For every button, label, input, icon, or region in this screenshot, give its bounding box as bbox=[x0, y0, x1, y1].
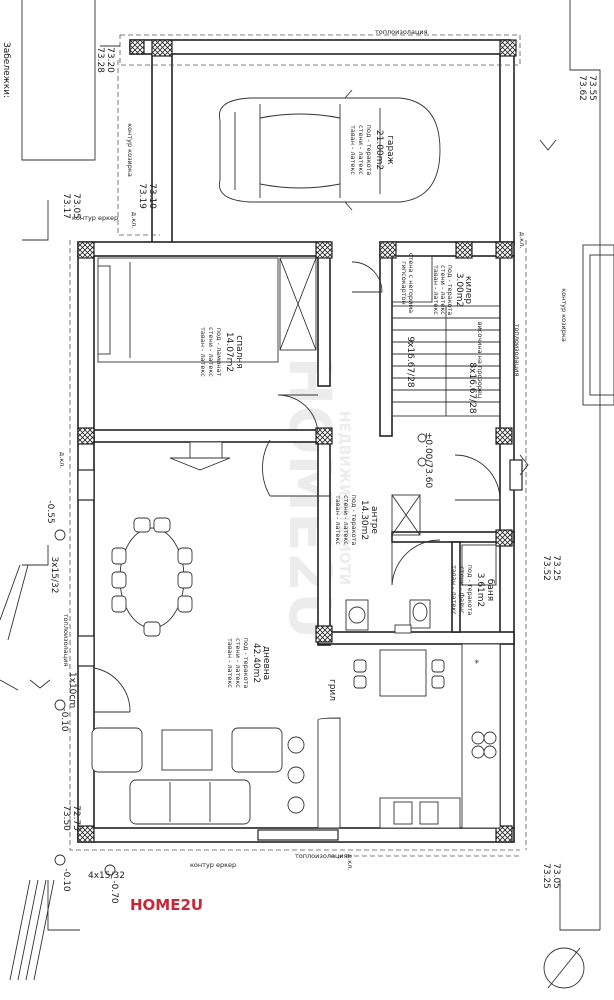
bay-contour-top: контур еркер bbox=[72, 214, 118, 222]
living-area: 42.40m2 bbox=[251, 643, 261, 683]
level-4: 73.55 bbox=[587, 75, 597, 101]
bath-finish-3: таван - латекс bbox=[450, 565, 458, 615]
level-markers: 73.28 73.20 73.62 73.55 73.19 73.10 73.1… bbox=[45, 45, 597, 904]
level-10: -0.10 bbox=[59, 708, 69, 732]
living-finish-2: стени - латекс bbox=[234, 638, 242, 688]
bath-area: 3.61m2 bbox=[475, 573, 485, 608]
stair-note: височина на прозорец bbox=[476, 322, 484, 399]
watermark: HOME2U НЕДВИЖИМИ ИМОТИ bbox=[276, 357, 352, 640]
insulation-right: топлоизолация bbox=[513, 324, 521, 377]
level-7: 73.17 bbox=[61, 193, 71, 219]
kitchen-fridge-icon: ✳ bbox=[474, 658, 480, 666]
hall-area: 14.30m2 bbox=[359, 500, 369, 540]
grill-label: грил bbox=[327, 679, 337, 701]
hall-finish-1: под - теракота bbox=[350, 495, 358, 546]
bath-name: баня bbox=[485, 579, 495, 601]
insulation-top: топлоизолация bbox=[375, 28, 428, 36]
level-11: 73.50 bbox=[61, 805, 71, 831]
bedroom-area: 14.07m2 bbox=[224, 332, 234, 372]
garage: гараж 21.00m2 под - теракота стени - лат… bbox=[117, 34, 521, 245]
level-17: -0.10 bbox=[61, 868, 71, 892]
hall-finish-2: стени - латекс bbox=[342, 495, 350, 545]
bedroom-name: спалня bbox=[234, 335, 244, 368]
level-2: 73.20 bbox=[105, 47, 115, 73]
stair-label-2: 8x16.67/28 bbox=[467, 362, 477, 414]
window-label-3: 4x15/32 bbox=[88, 871, 125, 881]
bathroom: баня 3.61m2 под - теракота стени - фаянс… bbox=[345, 544, 497, 634]
garage-finish-1: под - теракота bbox=[365, 125, 373, 176]
kitchen: ✳ грил bbox=[317, 643, 501, 829]
dkl-3: д.кл. bbox=[58, 452, 66, 469]
brand-logo: HOME2U bbox=[130, 896, 203, 914]
side-arrow-icon bbox=[519, 454, 529, 476]
notes-heading: Забележки: bbox=[1, 42, 11, 98]
insulation-left: топлоизолация bbox=[62, 614, 70, 667]
storage-finish-1: под - теракота bbox=[446, 265, 454, 316]
garage-name: гараж bbox=[385, 135, 395, 165]
storage-finish-3: таван - латекс bbox=[432, 265, 440, 315]
upper-contour-right: контур козирка bbox=[560, 288, 568, 342]
level-13: 73.52 bbox=[541, 555, 551, 581]
watermark-subtitle: НЕДВИЖИМИ ИМОТИ bbox=[336, 411, 352, 585]
level-14: 73.25 bbox=[551, 555, 561, 581]
zero-level: ±0.00/73.60 bbox=[423, 432, 433, 489]
entry-arrow-icon bbox=[29, 679, 51, 689]
hall-finish-3: таван - латекс bbox=[334, 495, 342, 545]
north-arrow-icon bbox=[543, 947, 585, 989]
living-finish-1: под - теракота bbox=[242, 638, 250, 689]
watermark-title: HOME2U bbox=[276, 357, 344, 640]
car-icon bbox=[218, 89, 441, 211]
dkl-4: д.кл. bbox=[346, 854, 354, 871]
storage-name: килер bbox=[463, 276, 473, 305]
garage-area: 21.00m2 bbox=[374, 130, 384, 170]
living-room: дневна 42.40m2 под - теракота стени - ла… bbox=[91, 441, 305, 825]
annotations: топлоизолация топлоизолация топлоизолаци… bbox=[1, 28, 585, 989]
level-8: 73.05 bbox=[71, 193, 81, 219]
insulation-bottom: топлоизолация bbox=[295, 852, 348, 860]
fireproof-wall-label-2: гипсокартон bbox=[400, 261, 408, 305]
house-walls bbox=[69, 240, 527, 857]
level-3: 73.62 bbox=[577, 75, 587, 101]
bedroom-finish-1: под - ламинат bbox=[215, 328, 223, 377]
window-label-2: 1x10cm bbox=[67, 672, 77, 708]
level-5: 73.19 bbox=[137, 183, 147, 209]
level-12: 72.75 bbox=[71, 805, 81, 831]
stair-label-1: 9x16.67/28 bbox=[405, 336, 415, 388]
bath-finish-1: под - теракота bbox=[466, 565, 474, 616]
level-15: 73.25 bbox=[541, 863, 551, 889]
hall-name: антре bbox=[369, 506, 379, 534]
level-6: 73.10 bbox=[147, 183, 157, 209]
garage-finish-2: стени - латекс bbox=[357, 125, 365, 175]
fireproof-wall-label: стена с негорима bbox=[407, 253, 415, 313]
bedroom-finish-3: таван - латекс bbox=[199, 327, 207, 377]
upper-contour-left: контур козирка bbox=[126, 123, 134, 177]
bedroom: спалня 14.07m2 под - ламинат стени - лат… bbox=[97, 257, 319, 436]
bedroom-finish-2: стени - латекс bbox=[207, 327, 215, 377]
living-finish-3: таван - латекс bbox=[226, 638, 234, 688]
bath-finish-2: стени - фаянс bbox=[458, 566, 466, 614]
dkl-2: д.кл. bbox=[518, 232, 526, 249]
storage-stairs: килер 3.00m2 под - теракота стени - лате… bbox=[351, 253, 501, 417]
level-9: -0.55 bbox=[45, 500, 55, 523]
bay-contour-bottom: контур еркер bbox=[190, 861, 236, 869]
storage-area: 3.00m2 bbox=[454, 273, 464, 308]
level-16: 73.05 bbox=[551, 863, 561, 889]
hall: ±0.00/73.60 антре 14.30m2 под - теракота… bbox=[262, 432, 501, 586]
living-name: дневна bbox=[261, 646, 271, 680]
storage-finish-2: стени - латекс bbox=[439, 265, 447, 315]
garage-finish-3: таван - латекс bbox=[349, 125, 357, 175]
level-18: -0.70 bbox=[109, 880, 119, 904]
dkl-1: д.кл. bbox=[130, 212, 138, 229]
arrow-icon bbox=[539, 139, 557, 151]
level-1: 73.28 bbox=[95, 47, 105, 73]
stair-treads bbox=[392, 306, 500, 416]
window-label-1: 3x15/32 bbox=[49, 557, 59, 594]
